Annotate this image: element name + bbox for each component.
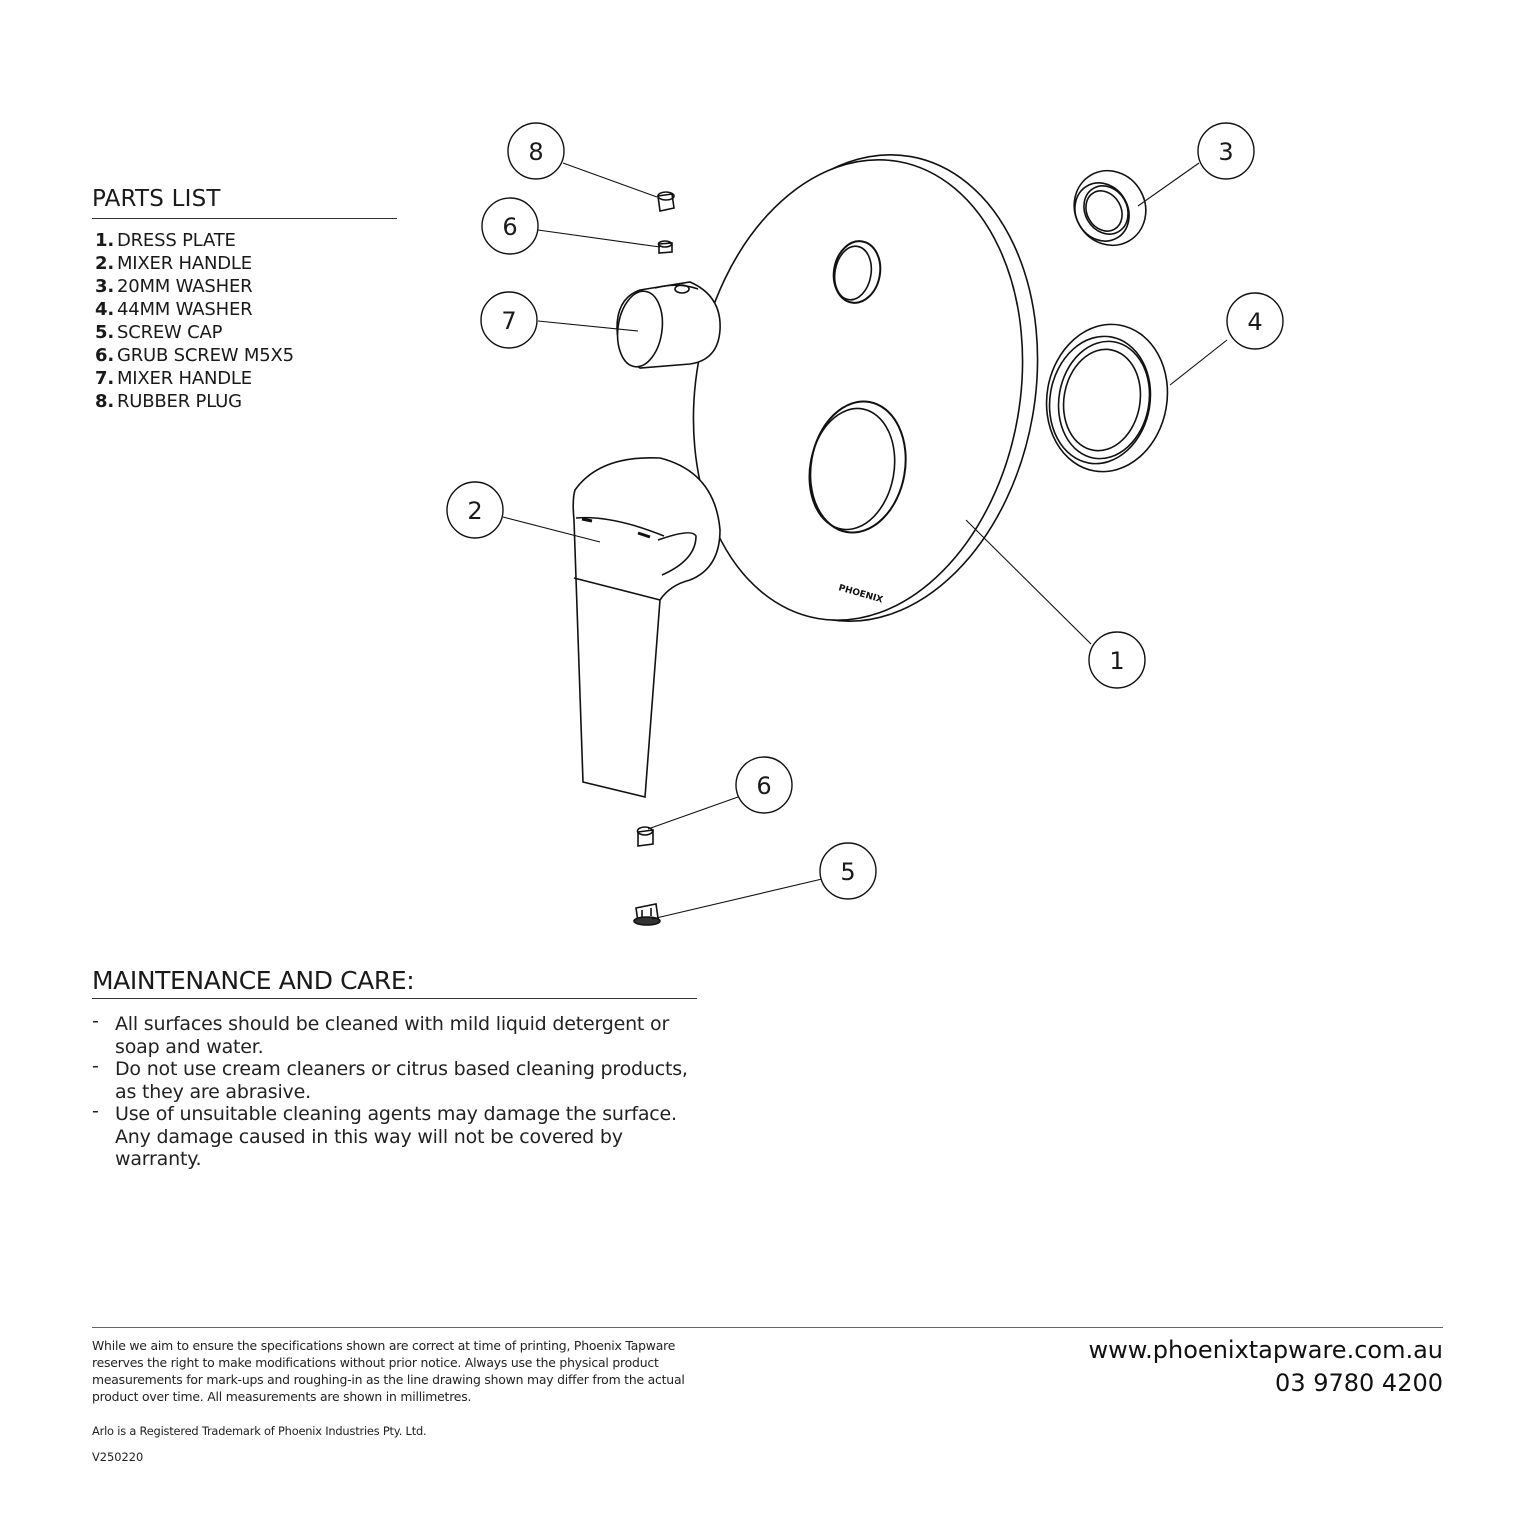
- callout-8: 8: [507, 122, 565, 180]
- svg-text:5: 5: [840, 858, 855, 886]
- maintenance-item: -Do not use cream cleaners or citrus bas…: [92, 1055, 702, 1103]
- parts-list-item: 4.44MM WASHER: [95, 298, 294, 321]
- callout-6-bottom: 6: [735, 756, 793, 814]
- part-label: MIXER HANDLE: [116, 253, 252, 274]
- parts-list-item: 2.MIXER HANDLE: [95, 252, 294, 275]
- part-number: 1.: [95, 230, 114, 251]
- callout-4: 4: [1226, 292, 1284, 350]
- maintenance-item: -Use of unsuitable cleaning agents may d…: [92, 1100, 702, 1171]
- parts-list-item: 7.MIXER HANDLE: [95, 367, 294, 390]
- maintenance-item: -All surfaces should be cleaned with mil…: [92, 1010, 702, 1058]
- part-label: SCREW CAP: [116, 322, 223, 343]
- callout-2: 2: [446, 481, 504, 539]
- grub-screw-bottom-drawing: [636, 826, 654, 847]
- rubber-plug-drawing: [657, 191, 675, 212]
- part-number: 8.: [95, 391, 114, 412]
- svg-text:3: 3: [1218, 138, 1233, 166]
- part-number: 2.: [95, 253, 114, 274]
- svg-text:6: 6: [502, 213, 517, 241]
- part-number: 7.: [95, 368, 114, 389]
- mixer-handle-lever-drawing: [572, 456, 721, 798]
- part-label: DRESS PLATE: [116, 230, 236, 251]
- parts-list: 1.DRESS PLATE 2.MIXER HANDLE 3.20MM WASH…: [95, 229, 294, 413]
- footer-divider: [92, 1327, 1443, 1328]
- svg-text:4: 4: [1247, 308, 1262, 336]
- list-dash: -: [92, 1100, 99, 1122]
- callout-1: 1: [1088, 631, 1146, 689]
- maintenance-title: MAINTENANCE AND CARE:: [92, 966, 415, 995]
- part-label: 44MM WASHER: [116, 299, 253, 320]
- leader-lines: [502, 162, 1228, 920]
- part-number: 3.: [95, 276, 114, 297]
- grub-screw-top-drawing: [657, 240, 673, 254]
- svg-text:1: 1: [1109, 647, 1124, 675]
- callout-bubbles: 8 6 7 2 3 4 1 6: [446, 122, 1284, 900]
- list-dash: -: [92, 1055, 99, 1077]
- callout-5: 5: [819, 842, 877, 900]
- washer-20mm-drawing: [1073, 169, 1147, 247]
- parts-list-item: 6.GRUB SCREW M5X5: [95, 344, 294, 367]
- part-label: MIXER HANDLE: [116, 368, 252, 389]
- part-label: 20MM WASHER: [116, 276, 253, 297]
- washer-44mm-drawing: [1045, 323, 1169, 473]
- maintenance-item-text: Use of unsuitable cleaning agents may da…: [115, 1103, 677, 1170]
- trademark-notice: Arlo is a Registered Trademark of Phoeni…: [92, 1424, 427, 1438]
- parts-list-item: 8.RUBBER PLUG: [95, 390, 294, 413]
- part-number: 5.: [95, 322, 114, 343]
- screw-cap-drawing: [633, 903, 661, 926]
- svg-text:2: 2: [467, 497, 482, 525]
- svg-text:8: 8: [528, 138, 543, 166]
- maintenance-list: -All surfaces should be cleaned with mil…: [92, 1010, 702, 1171]
- callout-6-top: 6: [481, 197, 539, 255]
- mixer-handle-top-drawing: [616, 281, 721, 369]
- callout-7: 7: [480, 291, 538, 349]
- exploded-parts-diagram: PHOENIX: [446, 122, 1284, 926]
- phone-number: 03 9780 4200: [1275, 1369, 1443, 1397]
- part-number: 4.: [95, 299, 114, 320]
- parts-list-divider: [92, 218, 397, 219]
- maintenance-divider: [92, 998, 697, 999]
- part-number: 6.: [95, 345, 114, 366]
- callout-3: 3: [1197, 122, 1255, 180]
- parts-list-item: 3.20MM WASHER: [95, 275, 294, 298]
- disclaimer-text: While we aim to ensure the specification…: [92, 1338, 685, 1404]
- part-label: GRUB SCREW M5X5: [116, 345, 294, 366]
- list-dash: -: [92, 1010, 99, 1032]
- website-link[interactable]: www.phoenixtapware.com.au: [1088, 1336, 1443, 1364]
- dress-plate-drawing: PHOENIX: [692, 154, 1039, 622]
- version-code: V250220: [92, 1450, 144, 1464]
- svg-text:6: 6: [756, 772, 771, 800]
- maintenance-item-text: Do not use cream cleaners or citrus base…: [115, 1058, 688, 1103]
- svg-text:7: 7: [501, 307, 516, 335]
- parts-list-item: 5.SCREW CAP: [95, 321, 294, 344]
- maintenance-item-text: All surfaces should be cleaned with mild…: [115, 1013, 670, 1058]
- parts-list-title: PARTS LIST: [92, 186, 221, 212]
- part-label: RUBBER PLUG: [116, 391, 242, 412]
- parts-list-item: 1.DRESS PLATE: [95, 229, 294, 252]
